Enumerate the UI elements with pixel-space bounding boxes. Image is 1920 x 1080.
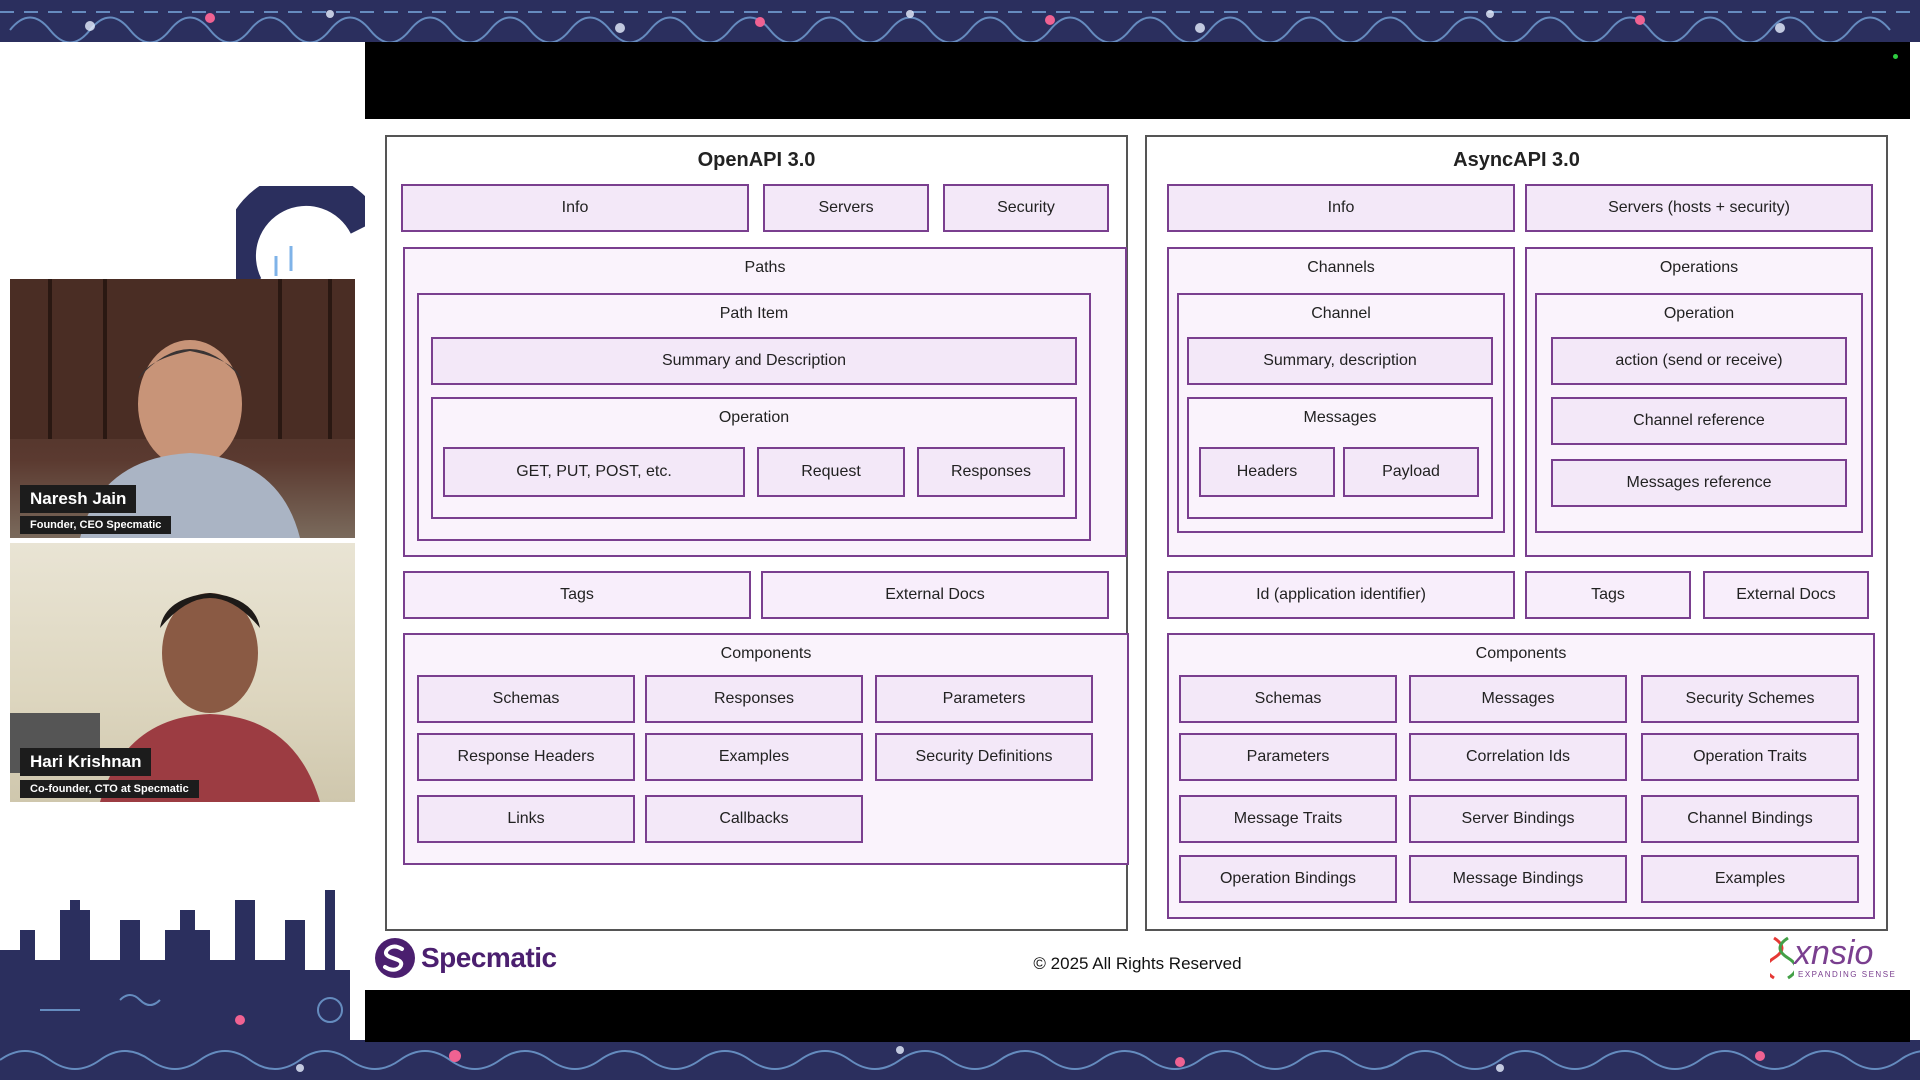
component-box: Operation Bindings [1179,855,1397,903]
asyncapi-summary-box: Summary, description [1187,337,1493,385]
component-box: Callbacks [645,795,863,843]
specmatic-logo: Specmatic [373,936,557,980]
presenter-video-tile: Naresh Jain Founder, CEO Specmatic [10,279,355,538]
presentation-slide: OpenAPI 3.0 Info Servers Security Paths … [365,42,1910,1042]
openapi-methods-box: GET, PUT, POST, etc. [443,447,745,497]
slide-bottom-bar [365,990,1910,1042]
component-box: Security Schemes [1641,675,1859,723]
component-box: Correlation Ids [1409,733,1627,781]
group-label: Path Item [719,305,789,322]
component-box: Server Bindings [1409,795,1627,843]
component-box: Operation Traits [1641,733,1859,781]
openapi-paths-group: Paths Path Item Summary and Description … [403,247,1127,557]
specmatic-logo-icon [375,938,415,978]
xnsio-tagline: EXPANDING SENSE [1798,970,1897,979]
asyncapi-channel-group: Channel Summary, description Messages He… [1177,293,1505,533]
asyncapi-channels-group: Channels Channel Summary, description Me… [1167,247,1515,557]
top-decorative-banner [0,0,1920,42]
component-box: Schemas [417,675,635,723]
openapi-info-box: Info [401,184,749,232]
component-box: Security Definitions [875,733,1093,781]
decorative-arc [236,186,366,286]
asyncapi-action-box: action (send or receive) [1551,337,1847,385]
presenter-role: Co-founder, CTO at Specmatic [20,780,199,798]
openapi-security-box: Security [943,184,1109,232]
presenter-name: Hari Krishnan [20,748,152,776]
asyncapi-messages-reference-box: Messages reference [1551,459,1847,507]
xnsio-logo: xnsio EXPANDING SENSE [1770,934,1905,984]
group-label: Channels [1307,259,1375,276]
component-box: Examples [645,733,863,781]
openapi-responses-box: Responses [917,447,1065,497]
asyncapi-servers-box: Servers (hosts + security) [1525,184,1873,232]
presenter-name: Naresh Jain [20,485,137,513]
asyncapi-id-box: Id (application identifier) [1167,571,1515,619]
openapi-operation-group: Operation GET, PUT, POST, etc. Request R… [431,397,1077,519]
asyncapi-channel-reference-box: Channel reference [1551,397,1847,445]
slide-top-bar [365,42,1910,119]
asyncapi-payload-box: Payload [1343,447,1479,497]
dna-icon [1770,936,1794,980]
panel-title: AsyncAPI 3.0 [1453,149,1580,171]
group-label: Components [1475,645,1567,662]
decorative-skyline [0,890,350,1050]
group-label: Channel [1311,305,1371,322]
asyncapi-external-docs-box: External Docs [1703,571,1869,619]
asyncapi-operation-group: Operation action (send or receive) Chann… [1535,293,1863,533]
openapi-external-docs-box: External Docs [761,571,1109,619]
asyncapi-operations-group: Operations Operation action (send or rec… [1525,247,1873,557]
component-box: Parameters [1179,733,1397,781]
group-label: Operation [718,409,790,426]
openapi-components-group: Components Schemas Responses Parameters … [403,633,1129,865]
group-label: Paths [744,259,786,276]
status-dot-icon [1893,54,1898,59]
asyncapi-messages-group: Messages Headers Payload [1187,397,1493,519]
component-box: Message Bindings [1409,855,1627,903]
openapi-tags-box: Tags [403,571,751,619]
presenter-video-tile: Hari Krishnan Co-founder, CTO at Specmat… [10,543,355,802]
component-box: Response Headers [417,733,635,781]
component-box: Responses [645,675,863,723]
component-box: Messages [1409,675,1627,723]
xnsio-logo-text: xnsio [1794,934,1874,972]
panel-title: OpenAPI 3.0 [697,149,816,171]
presenter-video-frame [10,279,355,538]
openapi-summary-box: Summary and Description [431,337,1077,385]
component-box: Parameters [875,675,1093,723]
component-box: Message Traits [1179,795,1397,843]
asyncapi-components-group: Components Schemas Messages Security Sch… [1167,633,1875,919]
component-box: Links [417,795,635,843]
group-label: Operation [1663,305,1735,322]
asyncapi-tags-box: Tags [1525,571,1691,619]
specmatic-logo-text: Specmatic [421,942,557,973]
presenter-role: Founder, CEO Specmatic [20,516,172,534]
asyncapi-info-box: Info [1167,184,1515,232]
openapi-path-item-group: Path Item Summary and Description Operat… [417,293,1091,541]
group-label: Components [720,645,812,662]
asyncapi-panel: AsyncAPI 3.0 Info Servers (hosts + secur… [1145,135,1888,931]
copyright-text: © 2025 All Rights Reserved [1033,954,1242,973]
component-box: Examples [1641,855,1859,903]
openapi-servers-box: Servers [763,184,929,232]
component-box: Schemas [1179,675,1397,723]
asyncapi-headers-box: Headers [1199,447,1335,497]
component-box: Channel Bindings [1641,795,1859,843]
group-label: Operations [1659,259,1739,276]
openapi-request-box: Request [757,447,905,497]
group-label: Messages [1303,409,1377,426]
openapi-panel: OpenAPI 3.0 Info Servers Security Paths … [385,135,1129,931]
